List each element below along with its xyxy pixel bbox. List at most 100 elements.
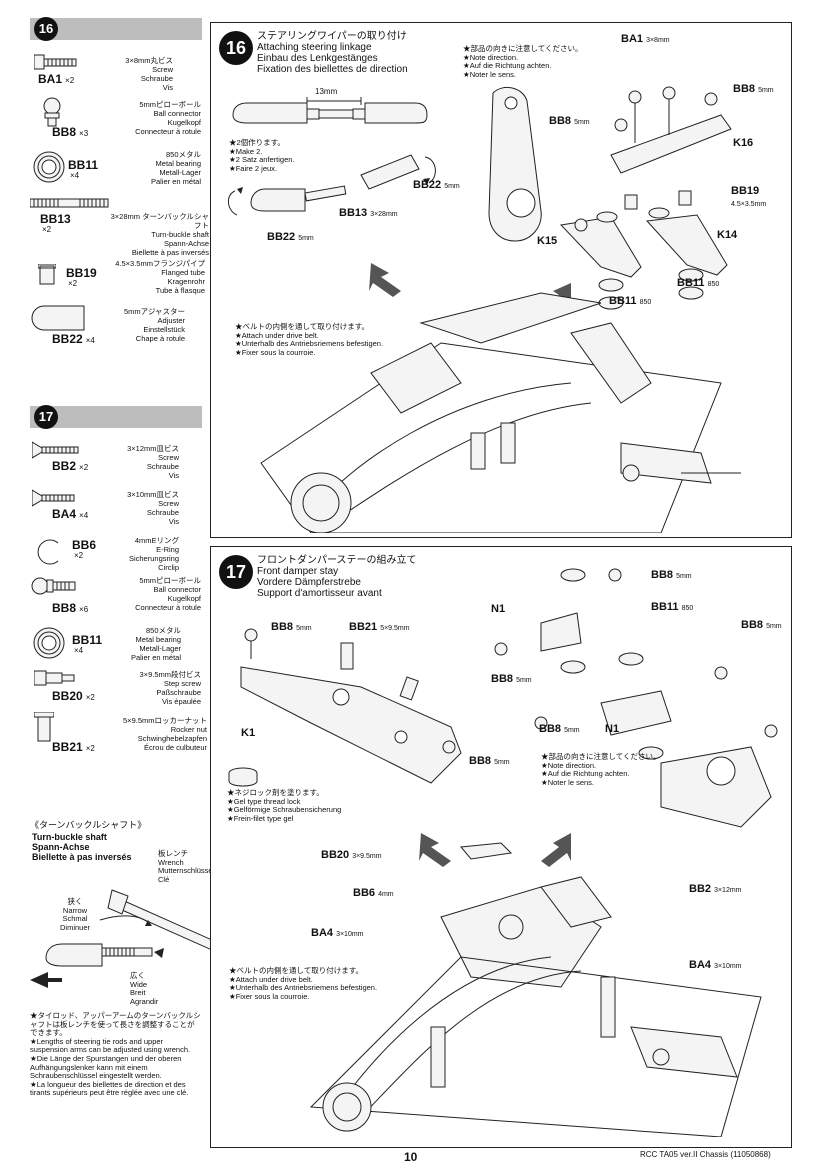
label-n1-a: N1 bbox=[491, 603, 506, 615]
part-qty-bb13: ×2 bbox=[42, 225, 52, 234]
label-bb8-a: BB8 5mm bbox=[733, 83, 774, 95]
label-bb22-b: BB22 5mm bbox=[267, 231, 314, 243]
turnbuckle-shaft-icon bbox=[30, 198, 109, 208]
part-qty-bb19: ×2 bbox=[68, 279, 78, 288]
steering-wiper-diagram bbox=[488, 86, 542, 242]
exploded-n1-diagram bbox=[494, 568, 778, 828]
ball-connector-icon bbox=[31, 577, 76, 595]
page-number: 10 bbox=[404, 1150, 418, 1164]
direction-note: ★部品の向きに注意してください。★Note direction.★Auf die… bbox=[463, 44, 583, 79]
step17-parts-bar bbox=[30, 406, 202, 428]
thread-lock-note: ★ネジロック剤を塗ります。★Gel type thread lock★Gelfö… bbox=[227, 788, 342, 823]
part-qty-bb6: ×2 bbox=[74, 551, 84, 560]
label-bb2: BB2 3×12mm bbox=[689, 883, 742, 895]
label-ba1: BA1 3×8mm bbox=[621, 33, 670, 45]
screw-icon bbox=[32, 489, 75, 507]
part-code-bb13: BB13 bbox=[40, 212, 71, 226]
label-bb8-b-17: BB8 5mm bbox=[469, 755, 510, 767]
part-code-bb8: BB8×3 bbox=[52, 125, 89, 139]
label-bb11-b: BB11 850 bbox=[677, 277, 720, 289]
damper-stay-diagram bbox=[240, 628, 462, 784]
part-code-ba4: BA4×4 bbox=[52, 507, 89, 521]
label-ba4-a: BA4 3×10mm bbox=[311, 927, 364, 939]
label-bb22-a: BB22 5mm bbox=[413, 179, 460, 191]
step16-parts-number: 16 bbox=[34, 17, 58, 41]
label-k15: K15 bbox=[537, 235, 558, 247]
part-code-bb22: BB22×4 bbox=[52, 332, 95, 346]
step-screw-icon bbox=[34, 670, 75, 686]
label-bb21: BB21 5×9.5mm bbox=[349, 621, 410, 633]
part-code-bb21: BB21×2 bbox=[52, 740, 95, 754]
label-bb13: BB13 3×28mm bbox=[339, 207, 398, 219]
flanged-tube-icon bbox=[38, 264, 56, 285]
screw-icon bbox=[34, 54, 77, 70]
ball-connector-icon bbox=[43, 97, 61, 127]
label-ba4-b: BA4 3×10mm bbox=[689, 959, 742, 971]
turnbuckle-notes: ★タイロッド、アッパーアームのターンバックルシャフトは板レンチを使って長さを調整… bbox=[30, 1011, 201, 1098]
chassis-diagram-17 bbox=[309, 833, 762, 1137]
screw-icon bbox=[32, 441, 79, 459]
e-ring-icon bbox=[37, 539, 59, 565]
part-code-bb6: BB6 bbox=[72, 538, 97, 552]
part-code-bb11-17: BB11 bbox=[72, 633, 103, 647]
bearing-icon bbox=[33, 627, 65, 659]
part-code-bb8-17: BB8×6 bbox=[52, 601, 89, 615]
step17-parts-number: 17 bbox=[34, 405, 58, 429]
rocker-nut-icon bbox=[34, 712, 54, 742]
step17-number: 17 bbox=[219, 555, 253, 589]
exploded-arms-diagram bbox=[559, 86, 732, 310]
part-code-bb19: BB19 bbox=[66, 266, 97, 280]
label-bb8-e-17: BB8 5mm bbox=[491, 673, 532, 685]
part-code-ba1: BA1×2 bbox=[38, 72, 75, 86]
label-bb20: BB20 3×9.5mm bbox=[321, 849, 382, 861]
make-2-note: ★2個作ります。★Make 2.★2 Satz anfertigen.★Fair… bbox=[229, 138, 295, 173]
label-bb8-b: BB8 5mm bbox=[549, 115, 590, 127]
chassis-diagram-16 bbox=[260, 263, 741, 533]
linkage-diagram bbox=[228, 97, 436, 216]
dim-13mm: 13mm bbox=[315, 87, 338, 96]
label-k14: K14 bbox=[717, 229, 738, 241]
adjuster-icon bbox=[31, 305, 85, 331]
belt-note-16: ★ベルトの内側を通して取り付けます。★Attach under drive be… bbox=[235, 322, 384, 357]
turnbuckle-heading: 《ターンバックルシャフト》 bbox=[30, 820, 147, 830]
part-code-bb2: BB2×2 bbox=[52, 459, 89, 473]
direction-note-17: ★部品の向きに注意してください。★Note direction.★Auf die… bbox=[541, 752, 661, 787]
label-bb11-a: BB11 850 bbox=[609, 295, 652, 307]
label-bb8-a-17: BB8 5mm bbox=[271, 621, 312, 633]
label-k16: K16 bbox=[733, 137, 754, 149]
bearing-icon bbox=[33, 151, 65, 183]
label-bb8-f-17: BB8 5mm bbox=[539, 723, 580, 735]
label-bb11-17: BB11 850 bbox=[651, 601, 694, 613]
thread-lock-icon bbox=[228, 767, 258, 787]
label-bb8-d-17: BB8 5mm bbox=[741, 619, 782, 631]
document-id: RCC TA05 ver.II Chassis (11050868) bbox=[640, 1150, 771, 1159]
label-n1-b: N1 bbox=[605, 723, 620, 735]
part-qty-bb11-17: ×4 bbox=[74, 646, 84, 655]
part-code-bb11: BB11 bbox=[68, 158, 99, 172]
label-bb6: BB6 4mm bbox=[353, 887, 394, 899]
label-k1: K1 bbox=[241, 727, 256, 739]
part-qty-bb11: ×4 bbox=[70, 171, 80, 180]
step16-number: 16 bbox=[219, 31, 253, 65]
